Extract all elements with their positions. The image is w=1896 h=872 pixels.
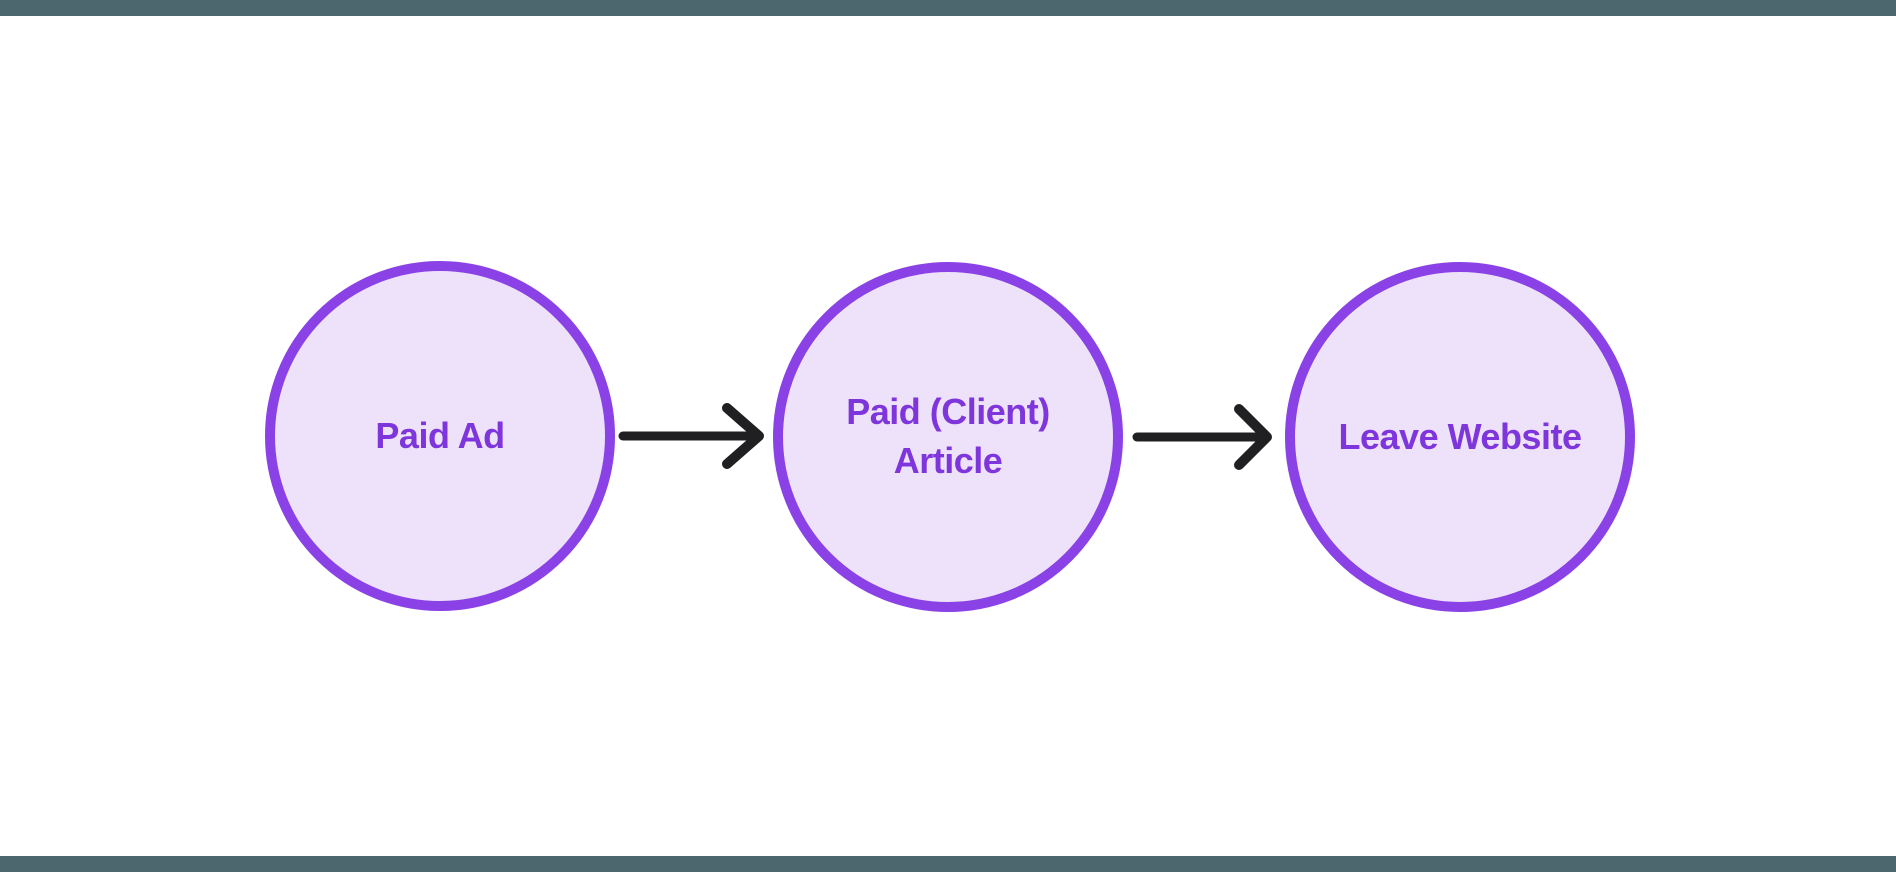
node-label: Paid Ad <box>375 414 505 456</box>
top-edge-band <box>0 0 1896 16</box>
node-paid-ad: Paid Ad <box>265 261 615 611</box>
flow-arrow-1 <box>618 403 764 469</box>
node-leave-website: Leave Website <box>1285 262 1635 612</box>
node-label: Paid (Client) Article <box>846 391 1050 481</box>
bottom-edge-band <box>0 856 1896 872</box>
flow-arrow-2 <box>1132 404 1272 470</box>
node-label: Leave Website <box>1338 415 1582 457</box>
node-paid-client-article: Paid (Client) Article <box>773 262 1123 612</box>
